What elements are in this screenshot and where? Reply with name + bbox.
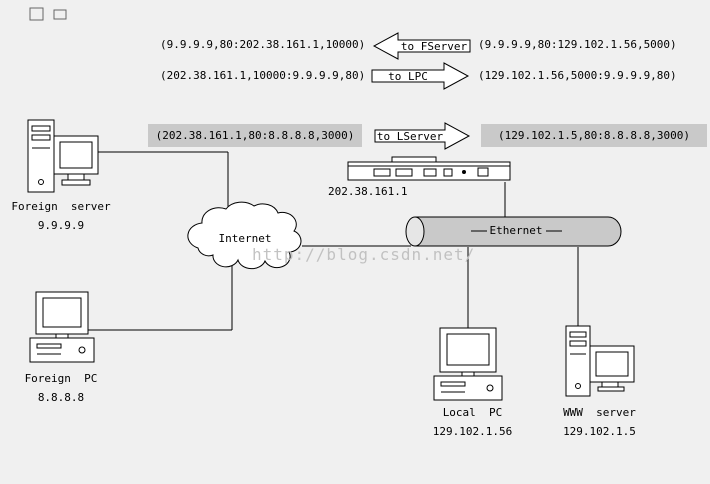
highlight-box-left [148,124,362,147]
foreign-pc-label: Foreign PC [24,372,98,385]
router-icon [347,156,511,181]
translation-row3-arrow-label: to LServer [376,130,444,143]
translation-row1-arrow-label: to FServer [400,40,468,53]
ethernet-bus-shape [405,216,622,247]
translation-row2-left: (202.38.161.1,10000:9.9.9.9,80) [160,69,366,82]
translation-row1-left: (9.9.9.9,80:202.38.161.1,10000) [160,38,366,51]
connector-lines-back [88,151,233,331]
arrow-to-fserver-icon [372,32,471,60]
highlight-box-right [481,124,707,147]
connector-lines-front [302,182,579,328]
translation-row3-right: (129.102.1.5,80:8.8.8.8,3000) [497,129,691,142]
local-pc-label: Local PC [442,406,503,419]
foreign-server-label: Foreign server [11,200,111,213]
foreign-server-icon [27,119,99,193]
translation-row2-right: (129.102.1.56,5000:9.9.9.9,80) [478,69,677,82]
local-pc-icon [433,327,503,401]
translation-row2-arrow-label: to LPC [388,70,428,83]
translation-row3-left: (202.38.161.1,80:8.8.8.8,3000) [155,129,355,142]
internet-cloud-shape [187,201,302,270]
foreign-pc-icon [29,291,95,363]
translation-arrows [371,32,471,150]
www-server-ip: 129.102.1.5 [563,425,636,438]
foreign-pc-ip: 8.8.8.8 [37,391,85,404]
arrow-to-lserver-icon [374,122,471,150]
www-server-icon [565,325,635,397]
local-pc-ip: 129.102.1.56 [432,425,513,438]
watermark-text: http://blog.csdn.net/ [252,245,476,264]
arrow-to-lpc-icon [371,62,470,90]
ethernet-bus-label: Ethernet [489,224,543,237]
router-ip-label: 202.38.161.1 [328,185,408,198]
internet-cloud-label: Internet [218,232,272,245]
foreign-server-ip: 9.9.9.9 [37,219,85,232]
bus-open-end [405,216,425,247]
artifact-marks [29,7,67,21]
highlight-boxes [148,124,707,147]
translation-row1-right: (9.9.9.9,80:129.102.1.56,5000) [478,38,677,51]
www-server-label: WWW server [563,406,636,419]
